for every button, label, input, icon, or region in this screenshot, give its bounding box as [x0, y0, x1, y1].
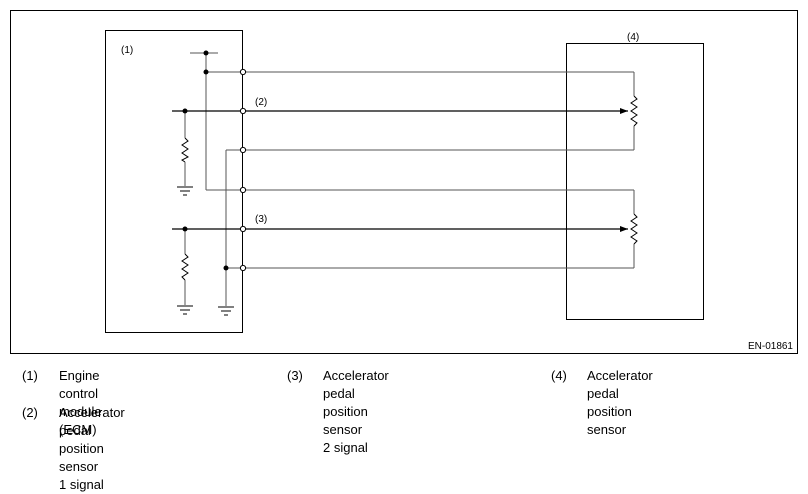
legend-text: Engine control module (ECM)	[59, 368, 102, 437]
legend-text: Accelerator pedal position sensor	[587, 368, 653, 437]
legend-text: Accelerator pedal position sensor 1 sign…	[59, 405, 125, 492]
ecm-box	[105, 30, 243, 333]
resistor-2	[181, 253, 189, 281]
aps1-signal-callout: (2)	[255, 97, 267, 108]
legend-number: (1)	[22, 368, 38, 383]
legend-text: Accelerator pedal position sensor 2 sign…	[323, 368, 389, 455]
wiring	[184, 52, 635, 306]
ground-symbols	[177, 186, 234, 316]
circuit-diagram: (1) (4) (2) (3)	[10, 10, 798, 354]
sensor-callout: (4)	[627, 32, 639, 43]
legend-number: (3)	[287, 368, 303, 383]
diagram-code: EN-01861	[748, 341, 793, 352]
junction-dots	[182, 50, 229, 271]
potentiometer-2	[630, 213, 638, 245]
potentiometer-1	[630, 95, 638, 127]
resistor-1	[181, 137, 189, 163]
connector-terminals	[239, 68, 247, 272]
legend-number: (4)	[551, 368, 567, 383]
diagram-frame	[10, 10, 798, 354]
sensor-box	[566, 43, 704, 320]
legend-number: (2)	[22, 405, 38, 420]
ecm-callout: (1)	[121, 45, 133, 56]
aps2-signal-callout: (3)	[255, 214, 267, 225]
